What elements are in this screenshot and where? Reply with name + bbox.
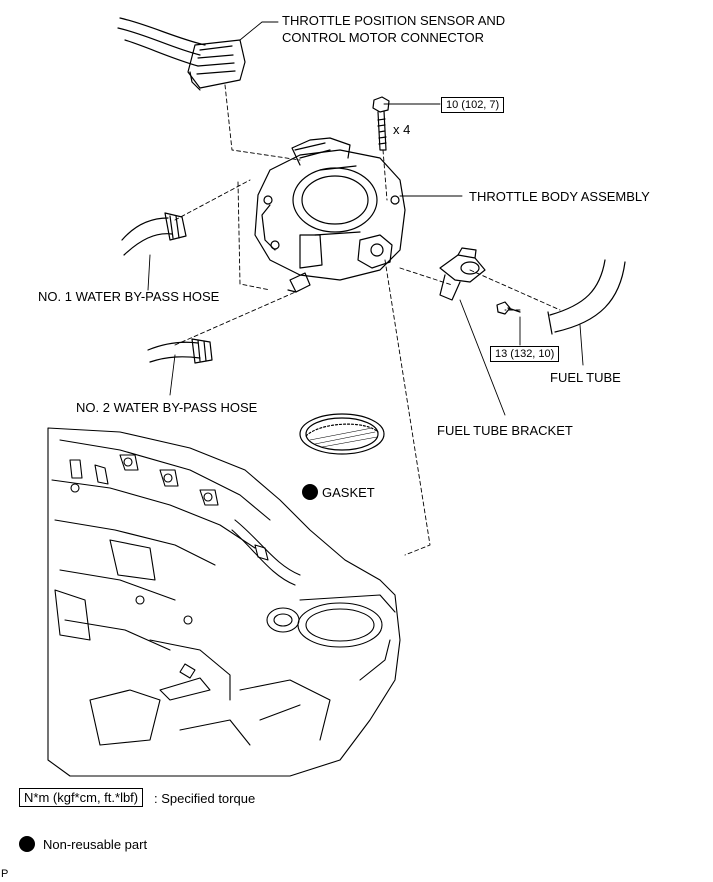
water-bypass-hose-1-drawing — [121, 212, 187, 256]
torque-legend-description: : Specified torque — [154, 791, 256, 806]
water-bypass-hose-2-label: NO. 2 WATER BY-PASS HOSE — [76, 400, 258, 415]
nonreusable-part-icon — [19, 836, 35, 852]
water-bypass-hose-1-label: NO. 1 WATER BY-PASS HOSE — [38, 289, 220, 304]
gasket-drawing — [299, 413, 385, 455]
torque-units-legend-box: N*m (kgf*cm, ft.*lbf) — [19, 788, 144, 807]
throttle-bolt-torque: 10 (102, 7) — [441, 97, 505, 113]
fuel-tube-drawing — [547, 259, 626, 335]
tps-connector-drawing — [117, 17, 246, 91]
bracket-bolt-drawing — [496, 301, 521, 315]
fuel-tube-bracket-drawing — [439, 247, 486, 301]
gasket-nonreusable-icon — [302, 484, 318, 500]
engine-block-drawing — [47, 427, 401, 777]
throttle-body-label: THROTTLE BODY ASSEMBLY — [469, 189, 650, 204]
nonreusable-legend-description: Non-reusable part — [43, 837, 148, 852]
water-bypass-hose-2-drawing — [147, 338, 213, 364]
fuel-tube-bracket-label: FUEL TUBE BRACKET — [437, 423, 573, 438]
page-marker: P — [1, 868, 9, 880]
gasket-label: GASKET — [322, 485, 375, 500]
throttle-body-drawing — [254, 137, 406, 293]
bracket-bolt-torque: 13 (132, 10) — [490, 346, 560, 362]
tps-connector-label-line2: CONTROL MOTOR CONNECTOR — [282, 30, 484, 45]
fuel-tube-label: FUEL TUBE — [550, 370, 621, 385]
tps-connector-label-line1: THROTTLE POSITION SENSOR AND — [282, 13, 506, 28]
bolt-quantity-label: x 4 — [393, 122, 411, 137]
throttle-bolt-drawing — [372, 96, 390, 151]
tps-connector-label: THROTTLE POSITION SENSOR AND CONTROL MOT… — [282, 12, 505, 46]
